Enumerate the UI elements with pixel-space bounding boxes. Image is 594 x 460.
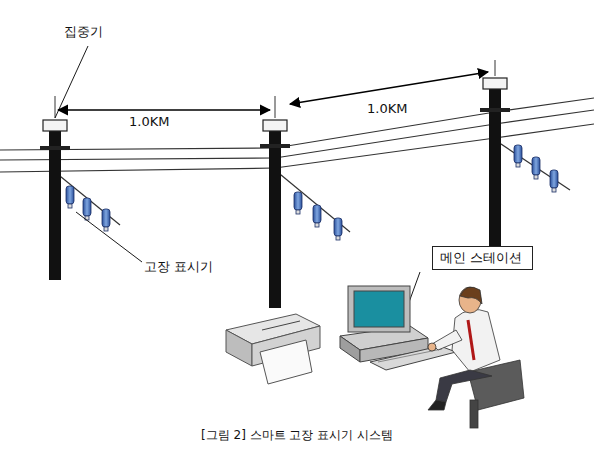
station-label-box: 메인 스테이션 <box>432 246 533 270</box>
power-wires <box>0 98 594 232</box>
node-text: 메인 스테이션 <box>440 250 525 266</box>
figure-caption: [그림 2] 스마트 고장 표시기 시스템 <box>199 428 395 442</box>
distance-label: 1.0KM <box>365 101 409 117</box>
dimension-arrows <box>55 60 495 118</box>
computer <box>340 286 456 370</box>
fault-indicator-label: 고장 표시기 <box>142 259 215 275</box>
concentrator-label: 집중기 <box>62 24 105 40</box>
distance-label: 1.0KM <box>127 114 171 130</box>
leader-lines <box>55 46 420 305</box>
fault-indicators <box>66 145 558 240</box>
concentrators <box>43 78 507 131</box>
printer <box>226 314 320 384</box>
utility-poles <box>49 88 501 308</box>
operator <box>428 287 524 428</box>
